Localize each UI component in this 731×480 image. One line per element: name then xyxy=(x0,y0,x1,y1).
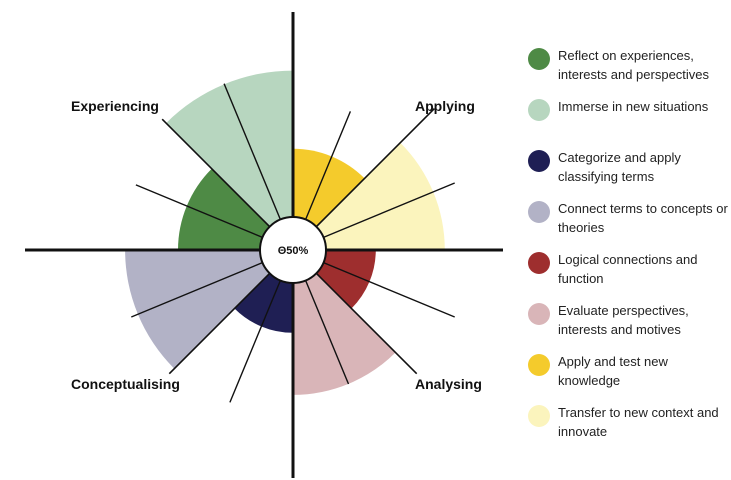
legend-label: Reflect on experiences, interests and pe… xyxy=(558,48,710,82)
legend-swatch xyxy=(528,405,550,427)
sector-reflect xyxy=(178,168,293,250)
legend-swatch xyxy=(528,99,550,121)
sector-immerse xyxy=(166,70,293,250)
center-circle xyxy=(259,216,327,284)
sector-transfer xyxy=(293,142,445,250)
legend-item-evaluate: Evaluate perspectives, interests and mot… xyxy=(528,301,728,339)
legend-label: Transfer to new context and innovate xyxy=(558,405,719,439)
legend-label: Evaluate perspectives, interests and mot… xyxy=(558,303,689,337)
legend-label: Connect terms to concepts or theories xyxy=(558,201,728,235)
legend-swatch xyxy=(528,303,550,325)
legend-item-immerse: Immerse in new situations xyxy=(528,97,728,121)
legend-swatch xyxy=(528,354,550,376)
legend-swatch xyxy=(528,150,550,172)
legend-item-apply: Apply and test new knowledge xyxy=(528,352,728,390)
legend-label: Immerse in new situations xyxy=(558,99,709,114)
legend-item-logical: Logical connections and function xyxy=(528,250,728,288)
quadrant-label-experiencing: Experiencing xyxy=(71,98,159,114)
legend-label: Categorize and apply classifying terms xyxy=(558,150,681,184)
legend-item-connect: Connect terms to concepts or theories xyxy=(528,199,728,237)
sector-connect xyxy=(125,250,293,369)
legend-item-categorize: Categorize and apply classifying terms xyxy=(528,148,728,186)
quadrant-label-analysing: Analysing xyxy=(415,376,482,392)
legend-swatch xyxy=(528,48,550,70)
legend-item-reflect: Reflect on experiences, interests and pe… xyxy=(528,46,728,84)
center-label: Θ50% xyxy=(278,245,309,257)
legend-swatch xyxy=(528,252,550,274)
quadrant-label-conceptualising: Conceptualising xyxy=(71,376,180,392)
legend-label: Apply and test new knowledge xyxy=(558,354,668,388)
quadrant-label-applying: Applying xyxy=(415,98,475,114)
sector-evaluate xyxy=(293,250,396,395)
legend-item-transfer: Transfer to new context and innovate xyxy=(528,403,728,441)
legend-swatch xyxy=(528,201,550,223)
legend-label: Logical connections and function xyxy=(558,252,698,286)
